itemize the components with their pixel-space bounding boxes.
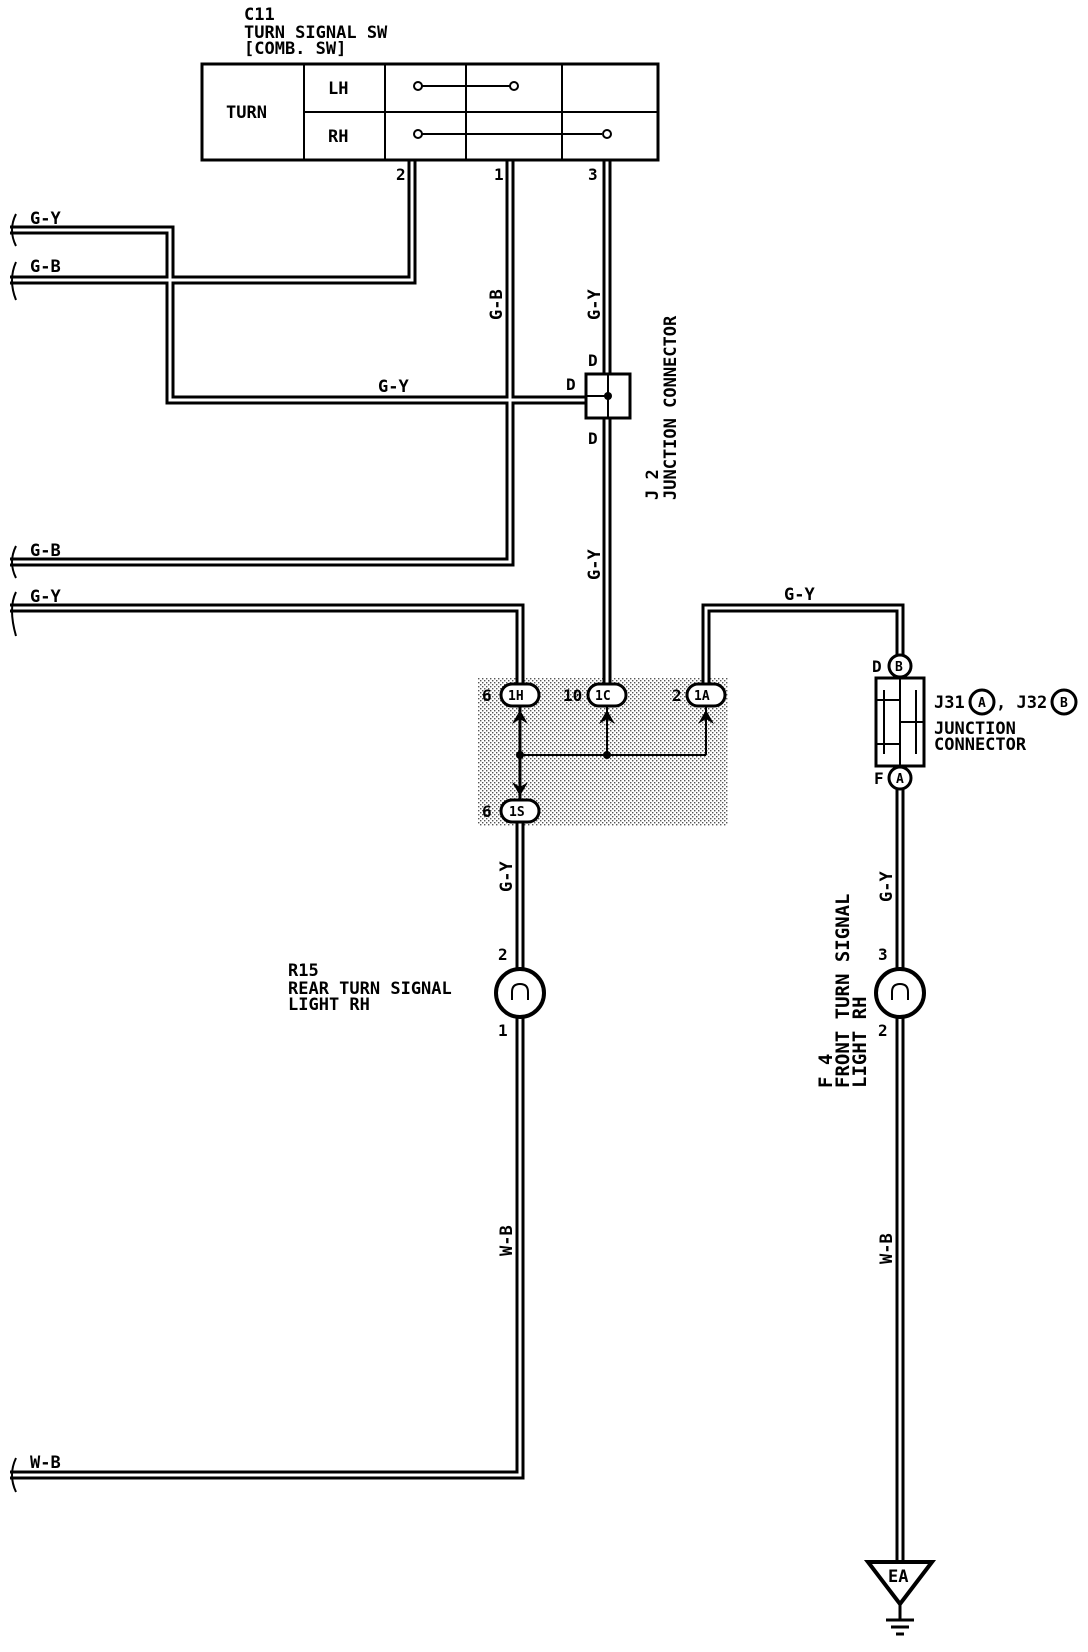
front-light-bulb bbox=[874, 967, 926, 1019]
j2-pin-top: D bbox=[588, 351, 598, 370]
switch-pin-3: 3 bbox=[588, 165, 598, 184]
j31-connector bbox=[874, 653, 1078, 791]
j31-pin-top: D bbox=[872, 657, 882, 676]
j31-name-line2: CONNECTOR bbox=[934, 735, 1027, 755]
j2-code: J 2 bbox=[643, 469, 663, 500]
front-light-pin-top: 3 bbox=[878, 945, 888, 964]
front-light-code: F 4 bbox=[815, 1054, 837, 1088]
switch-turn-label: TURN bbox=[226, 103, 267, 123]
left-wire-breaks bbox=[11, 213, 17, 1493]
wire-label-left-wb-bottom: W-B bbox=[30, 1453, 61, 1473]
ground-code: EA bbox=[888, 1567, 908, 1587]
wire-label-rear-gy: G-Y bbox=[497, 861, 517, 892]
rear-light-bulb bbox=[494, 967, 546, 1019]
front-light-pin-bottom: 2 bbox=[878, 1021, 888, 1040]
switch-name-line2: [COMB. SW] bbox=[244, 39, 346, 59]
wire-label-top-gy-right: G-Y bbox=[784, 585, 815, 605]
j31-top-code: B bbox=[895, 660, 903, 675]
j2-pin-left: D bbox=[566, 375, 576, 394]
j2-connector bbox=[584, 372, 632, 420]
j31-label: J31 bbox=[934, 693, 965, 713]
switch-code: C11 bbox=[244, 5, 275, 25]
rear-light-name-line2: LIGHT RH bbox=[288, 995, 370, 1015]
switch-lh-label: LH bbox=[328, 79, 348, 99]
jb-c3-code: 1A bbox=[694, 689, 710, 704]
j31-bottom-code: A bbox=[896, 772, 904, 787]
wire-label-horiz-gy: G-Y bbox=[378, 377, 409, 397]
j2-name: JUNCTION CONNECTOR bbox=[661, 315, 681, 500]
jb-c4-pin: 6 bbox=[482, 802, 492, 821]
wires bbox=[10, 160, 905, 1562]
wire-label-left-gy-top: G-Y bbox=[30, 209, 61, 229]
j32-circle-b: B bbox=[1060, 696, 1068, 711]
wire-label-front-gy: G-Y bbox=[877, 871, 897, 902]
wire-label-left-gb-top: G-B bbox=[30, 257, 61, 277]
j32-label: , J32 bbox=[996, 693, 1047, 713]
j31-circle-a: A bbox=[978, 696, 986, 711]
rear-light-pin-top: 2 bbox=[498, 945, 508, 964]
wire-label-left-gy-mid: G-Y bbox=[30, 587, 61, 607]
j31-name-line1: JUNCTION bbox=[934, 719, 1016, 739]
wire-label-rear-wb: W-B bbox=[497, 1225, 517, 1256]
rear-light-pin-bottom: 1 bbox=[498, 1021, 508, 1040]
j2-pin-bottom: D bbox=[588, 429, 598, 448]
jb-c1-pin: 6 bbox=[482, 686, 492, 705]
switch-pin-1: 1 bbox=[494, 165, 504, 184]
switch-rh-label: RH bbox=[328, 127, 348, 147]
switch-name-line1: TURN SIGNAL SW bbox=[244, 23, 388, 43]
front-light-name-line1: FRONT TURN SIGNAL bbox=[832, 894, 854, 1088]
wire-label-vert-gb: G-B bbox=[487, 289, 507, 320]
jb-c2-pin: 10 bbox=[563, 686, 582, 705]
jb-c4-code: 1S bbox=[509, 805, 525, 820]
j31-pin-bottom: F bbox=[874, 769, 884, 788]
jb-c1-code: 1H bbox=[508, 689, 524, 704]
switch-pin-2: 2 bbox=[396, 165, 406, 184]
wire-label-vert-gy-lower: G-Y bbox=[585, 549, 605, 580]
ground-symbol bbox=[863, 1560, 937, 1636]
rear-light-name-line1: REAR TURN SIGNAL bbox=[288, 979, 452, 999]
turn-signal-switch bbox=[200, 62, 660, 162]
wire-label-front-wb: W-B bbox=[877, 1233, 897, 1264]
jb-c3-pin: 2 bbox=[672, 686, 682, 705]
wire-label-vert-gy-upper: G-Y bbox=[585, 289, 605, 320]
wire-label-left-gb-mid: G-B bbox=[30, 541, 61, 561]
jb-c2-code: 1C bbox=[595, 689, 611, 704]
rear-light-code: R15 bbox=[288, 961, 319, 981]
junction-block-connectors bbox=[499, 682, 727, 824]
front-light-name-line2: LIGHT RH bbox=[849, 996, 871, 1088]
